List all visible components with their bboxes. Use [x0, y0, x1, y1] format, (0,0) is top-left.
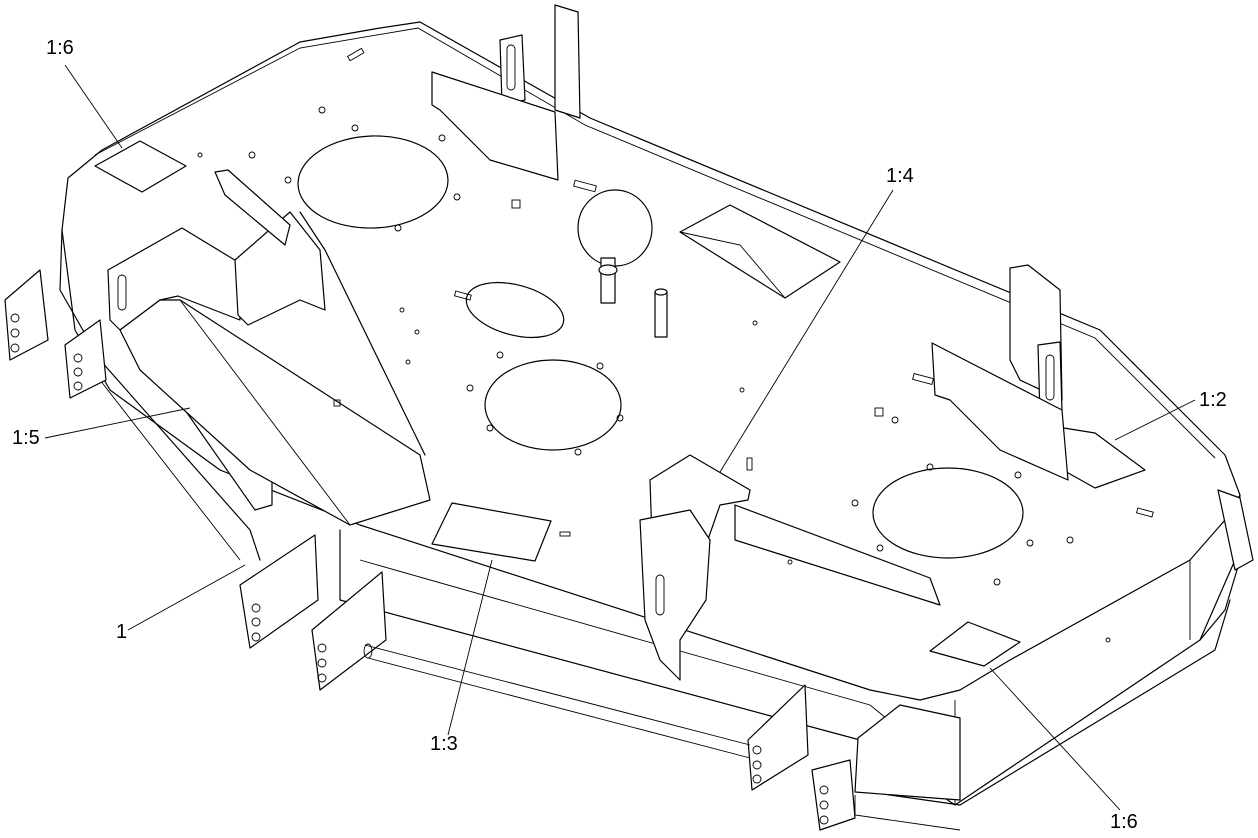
callout-1-2: 1:2 — [1199, 389, 1227, 411]
rear-brackets — [431, 4, 1069, 481]
callout-1-3: 1:3 — [430, 733, 458, 755]
leader-1-4 — [719, 189, 894, 473]
callout-1-5: 1:5 — [12, 427, 40, 449]
right-end — [854, 489, 1254, 801]
spindle-assembly — [465, 189, 668, 338]
discharge-chute — [679, 204, 841, 299]
callout-1-4: 1:4 — [886, 165, 914, 187]
leader-lines — [44, 64, 1196, 811]
decal-1-3 — [431, 502, 552, 562]
blade-opening-center — [484, 359, 622, 451]
leader-1-6-top — [64, 64, 123, 149]
leader-1 — [127, 564, 246, 631]
blade-opening-right — [872, 467, 1024, 559]
leader-1-2 — [1114, 399, 1196, 441]
left-hangers — [4, 269, 856, 831]
callout-1-6-top: 1:6 — [46, 37, 74, 59]
callout-1-6-bottom: 1:6 — [1110, 811, 1138, 833]
blade-opening-left — [297, 135, 449, 229]
blade-openings — [297, 135, 1024, 559]
decal-1-6-bottom — [929, 621, 1021, 667]
leader-1-5 — [44, 407, 191, 439]
slots-and-holes — [197, 47, 1154, 643]
leader-1-3 — [447, 559, 493, 736]
callout-1: 1 — [116, 621, 128, 643]
right-bracket-assembly — [639, 454, 941, 681]
left-bracket-assembly — [107, 169, 431, 526]
leader-1-6-bottom — [989, 667, 1121, 811]
decal-1-6-top — [94, 140, 187, 193]
